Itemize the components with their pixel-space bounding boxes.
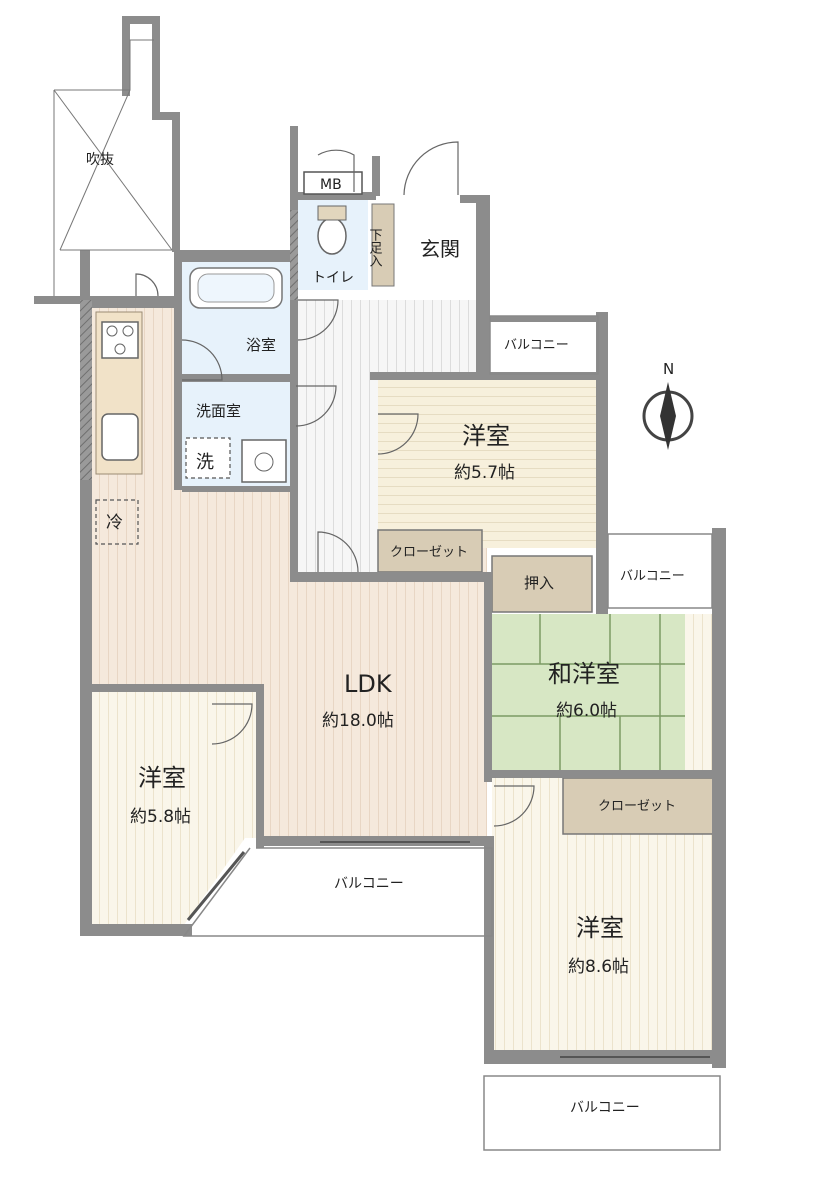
void-label: 吹抜 <box>86 152 114 168</box>
closet-b-label: クローゼット <box>598 799 676 814</box>
compass <box>642 382 694 450</box>
fridge-label: 冷 <box>106 513 123 533</box>
wash-basin-bowl <box>254 452 274 472</box>
western-c-size: 約8.6帖 <box>568 957 629 977</box>
bathtub-inner <box>197 273 275 303</box>
closet-a <box>377 529 483 573</box>
tatami-lines <box>490 614 685 770</box>
toilet-bowl <box>317 217 347 255</box>
entrance-label: 玄関 <box>420 237 460 261</box>
western-a-floor <box>378 375 598 548</box>
toilet-label: トイレ <box>312 270 354 286</box>
bath-label: 浴室 <box>246 336 276 354</box>
oshiire-label: 押入 <box>524 574 554 592</box>
western-a-name: 洋室 <box>462 422 510 450</box>
washitsu-size: 約6.0帖 <box>556 701 617 721</box>
western-b-size: 約5.8帖 <box>130 807 191 827</box>
washroom-label: 洗面室 <box>196 402 241 420</box>
mb-box <box>303 171 363 195</box>
stove-burner-3 <box>114 343 126 355</box>
closet-b <box>562 777 714 835</box>
mb-label: MB <box>320 177 342 193</box>
shoe-cabinet <box>371 203 395 287</box>
shoe-label: 下足入 <box>367 228 383 267</box>
balcony-bottom-label: バルコニー <box>570 1100 640 1116</box>
toilet-tank <box>317 205 347 221</box>
balcony-middle-label: バルコニー <box>334 876 404 892</box>
washitsu-floor-side <box>685 614 714 770</box>
window-b <box>186 851 246 921</box>
washer-space <box>185 437 231 479</box>
kitchen-sink <box>101 413 139 461</box>
closet-a-label: クローゼット <box>390 545 468 560</box>
wash-basin <box>241 439 287 483</box>
stove-burner-1 <box>106 325 118 337</box>
balconies <box>182 315 721 1151</box>
stove <box>101 321 139 359</box>
washer-label: 洗 <box>196 452 214 473</box>
western-a-size: 約5.7帖 <box>454 463 515 483</box>
western-c-name: 洋室 <box>576 914 624 942</box>
balcony-right-label: バルコニー <box>620 569 685 584</box>
western-b-floor <box>92 690 256 925</box>
western-b-name: 洋室 <box>138 764 186 792</box>
wall-hatch-2 <box>290 210 298 300</box>
doors <box>135 141 535 827</box>
compass-north-label: N <box>663 360 674 378</box>
oshiire <box>491 555 593 613</box>
fridge-space <box>95 499 139 545</box>
void-area <box>53 39 173 296</box>
ldk-name: LDK <box>344 670 393 698</box>
wall-hatch <box>80 300 92 480</box>
ldk-size: 約18.0帖 <box>322 711 394 731</box>
washitsu-name: 和洋室 <box>548 660 620 688</box>
stove-burner-2 <box>122 325 134 337</box>
balcony-top-label: バルコニー <box>504 338 569 353</box>
washitsu-floor <box>490 614 685 770</box>
